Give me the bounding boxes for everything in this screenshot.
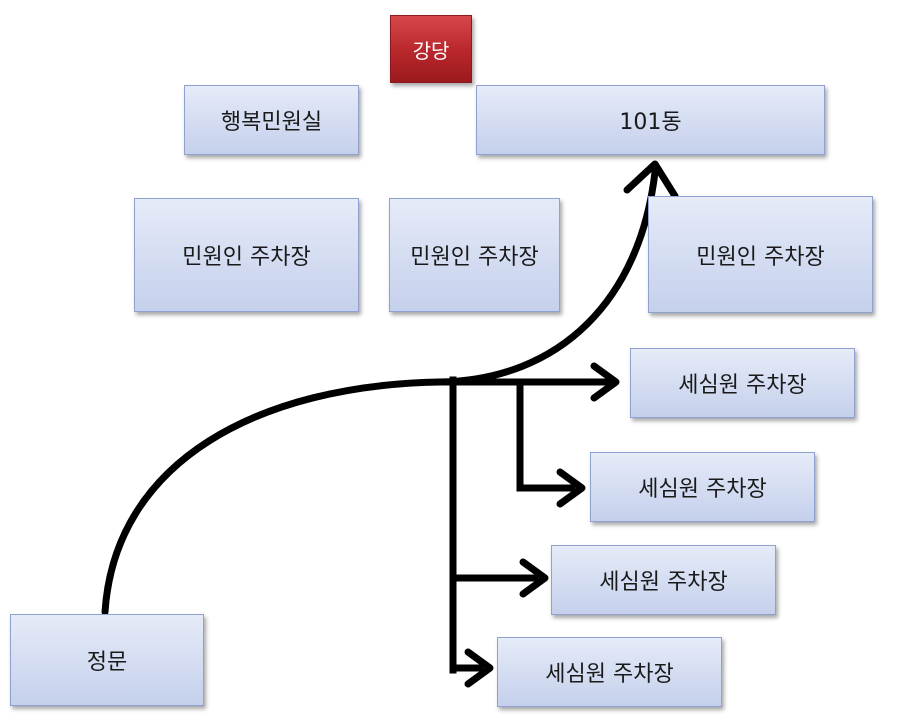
building-101-label: 101동 bbox=[619, 110, 682, 135]
tax-office-parking-label-1: 세심원 주차장 bbox=[678, 373, 807, 398]
visitor-parking-box-1: 민원인 주차장 bbox=[134, 198, 359, 312]
tax-office-parking-label-3: 세심원 주차장 bbox=[599, 570, 728, 595]
happy-civil-office-box: 행복민원실 bbox=[184, 85, 359, 155]
main-route-arrowhead bbox=[623, 160, 679, 200]
tax-office-parking-box-2: 세심원 주차장 bbox=[590, 452, 815, 522]
visitor-parking-label-2: 민원인 주차장 bbox=[410, 245, 539, 270]
visitor-parking-label-3: 민원인 주차장 bbox=[696, 244, 825, 270]
tax-office-parking-label-4: 세심원 주차장 bbox=[545, 662, 674, 687]
auditorium-box: 강당 bbox=[390, 15, 472, 83]
main-gate-label: 정문 bbox=[86, 650, 128, 675]
branch-arrowhead-2 bbox=[556, 468, 586, 508]
tax-office-parking-box-1: 세심원 주차장 bbox=[630, 348, 855, 418]
visitor-parking-label-1: 민원인 주차장 bbox=[182, 245, 311, 270]
happy-civil-office-label: 행복민원실 bbox=[220, 110, 323, 135]
branch-arrowhead-4 bbox=[464, 648, 494, 688]
visitor-parking-box-3: 민원인 주차장 bbox=[648, 196, 873, 313]
tax-office-parking-box-4: 세심원 주차장 bbox=[497, 637, 722, 707]
main-route-curve bbox=[101, 168, 659, 616]
visitor-parking-box-2: 민원인 주차장 bbox=[389, 198, 560, 312]
branch-arrowhead-3 bbox=[519, 558, 549, 598]
main-gate-box: 정문 bbox=[10, 614, 204, 706]
tax-office-parking-label-2: 세심원 주차장 bbox=[638, 477, 767, 502]
auditorium-label: 강당 bbox=[412, 38, 450, 63]
building-101-box: 101동 bbox=[476, 85, 825, 155]
branch-arrowhead-1 bbox=[590, 362, 620, 402]
tax-office-parking-box-3: 세심원 주차장 bbox=[551, 545, 776, 615]
